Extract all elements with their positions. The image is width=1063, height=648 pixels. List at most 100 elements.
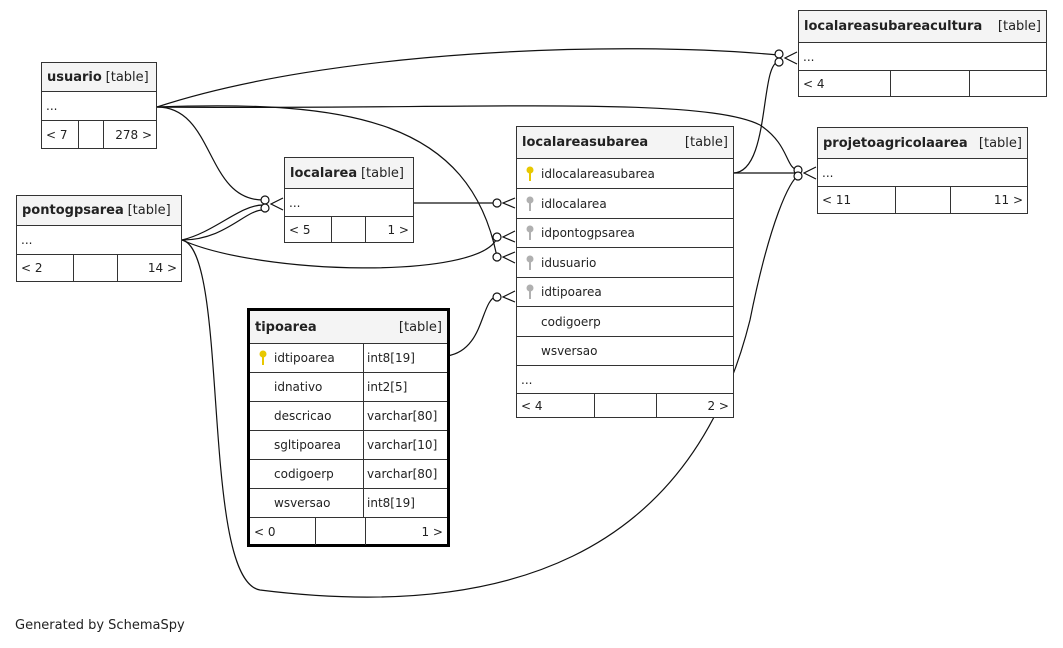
crows-foot	[501, 230, 516, 243]
column-type: varchar[80]	[363, 402, 447, 430]
child-count: 1 >	[365, 518, 447, 545]
ellipsis-row: ...	[17, 226, 181, 255]
table-usuario[interactable]: usuario [table] ... < 7 278 >	[41, 62, 157, 149]
edge-pontogps-projetoagricolaarea	[181, 175, 799, 598]
parent-count: < 11	[822, 193, 852, 207]
table-type: [table]	[105, 69, 149, 85]
footer-spacer	[315, 518, 365, 545]
footer-spacer	[78, 121, 103, 148]
table-header: projetoagricolaarea [table]	[818, 128, 1027, 159]
generator-credit: Generated by SchemaSpy	[15, 618, 185, 633]
ellipsis-row: ...	[818, 159, 1027, 187]
table-projetoagricolaarea[interactable]: projetoagricolaarea [table] ... < 11 11 …	[817, 127, 1028, 214]
table-name: projetoagricolaarea	[823, 135, 968, 151]
table-footer: < 7 278 >	[42, 121, 156, 148]
edge-end-circle	[260, 203, 270, 213]
table-type: [table]	[398, 319, 442, 335]
edge-end-circle	[492, 232, 502, 242]
foreign-key-icon	[526, 225, 534, 240]
column-name: codigoerp	[274, 467, 334, 481]
crows-foot	[501, 197, 516, 209]
table-tipoarea[interactable]: tipoarea [table] idtipoarea int8[19] idn…	[247, 308, 450, 547]
column-row: codigoerp	[517, 307, 733, 337]
column-name: idtipoarea	[541, 285, 602, 299]
table-footer: < 4	[799, 71, 1046, 96]
column-row: idpontogpsarea	[517, 219, 733, 248]
table-name: localarea	[290, 165, 358, 181]
column-type: int8[19]	[363, 344, 447, 372]
column-row: idusuario	[517, 248, 733, 278]
edge-end-circle	[492, 252, 502, 262]
column-name: idnativo	[274, 380, 323, 394]
crows-foot	[501, 290, 516, 303]
table-footer: < 2 14 >	[17, 255, 181, 281]
column-row: idtipoarea int8[19]	[250, 344, 447, 373]
parent-count: < 2	[21, 261, 43, 275]
table-footer: < 4 2 >	[517, 394, 733, 417]
ellipsis-row: ...	[517, 366, 733, 394]
crows-foot	[501, 251, 516, 264]
table-footer: < 5 1 >	[285, 217, 413, 242]
parent-count: < 4	[803, 76, 825, 91]
ellipsis-row: ...	[42, 92, 156, 121]
edge-pontogps-localareasubarea	[181, 237, 498, 269]
child-count: 2 >	[656, 394, 733, 417]
column-row: idlocalarea	[517, 189, 733, 219]
parent-count: < 5	[289, 222, 311, 237]
foreign-key-icon	[526, 284, 534, 299]
table-type: [table]	[127, 203, 171, 218]
table-localareasubarea[interactable]: localareasubarea [table] idlocalareasuba…	[516, 126, 734, 418]
child-count: 11 >	[950, 187, 1027, 213]
table-type: [table]	[360, 165, 405, 181]
parent-count: < 0	[254, 524, 276, 539]
table-header: usuario [table]	[42, 63, 156, 92]
edge-usuario-localarea	[156, 106, 264, 201]
edge-usuario-localareasubareacultura	[156, 48, 779, 108]
column-row: descricao varchar[80]	[250, 402, 447, 431]
column-row: wsversao int8[19]	[250, 489, 447, 518]
table-type: [table]	[997, 19, 1041, 34]
table-type: [table]	[978, 135, 1022, 151]
table-header: localareasubarea [table]	[517, 127, 733, 159]
ellipsis-row: ...	[285, 189, 413, 217]
table-header: tipoarea [table]	[250, 311, 447, 344]
crows-foot	[802, 166, 817, 180]
footer-spacer	[890, 71, 969, 96]
footer-spacer	[331, 217, 365, 242]
column-type: varchar[10]	[363, 431, 447, 459]
table-header: localareasubareacultura [table]	[799, 11, 1046, 43]
column-row: wsversao	[517, 337, 733, 366]
child-count	[969, 71, 1046, 96]
table-localareasubareacultura[interactable]: localareasubareacultura [table] ... < 4	[798, 10, 1047, 97]
column-name: idtipoarea	[274, 351, 335, 365]
foreign-key-icon	[526, 255, 534, 270]
footer-spacer	[895, 187, 950, 213]
parent-count: < 7	[46, 127, 68, 142]
column-row: idlocalareasubarea	[517, 159, 733, 189]
table-name: pontogpsarea	[22, 203, 124, 218]
table-localarea[interactable]: localarea [table] ... < 5 1 >	[284, 157, 414, 243]
table-name: localareasubareacultura	[804, 19, 983, 34]
primary-key-icon	[259, 350, 267, 365]
edge-end-circle	[492, 292, 502, 302]
table-footer: < 11 11 >	[818, 187, 1027, 213]
column-name: idpontogpsarea	[541, 226, 635, 240]
column-row: idnativo int2[5]	[250, 373, 447, 402]
column-row: sgltipoarea varchar[10]	[250, 431, 447, 460]
table-header: localarea [table]	[285, 158, 413, 189]
child-count: 1 >	[365, 217, 413, 242]
parent-count: < 4	[521, 398, 543, 413]
column-name: sgltipoarea	[274, 438, 341, 452]
table-pontogpsarea[interactable]: pontogpsarea [table] ... < 2 14 >	[16, 195, 182, 282]
edge-pontogps-localarea-2	[181, 209, 264, 241]
child-count: 14 >	[117, 255, 181, 281]
column-type: varchar[80]	[363, 460, 447, 488]
child-count: 278 >	[103, 121, 156, 148]
edge-usuario-projetoagricolaarea	[156, 105, 799, 171]
edge-end-circle	[793, 171, 803, 181]
edge-tipoarea-localareasubarea	[446, 295, 498, 357]
column-row: codigoerp varchar[80]	[250, 460, 447, 489]
edge-localareasubarea-cultura	[732, 61, 779, 174]
edge-usuario-localareasubarea	[156, 105, 498, 258]
